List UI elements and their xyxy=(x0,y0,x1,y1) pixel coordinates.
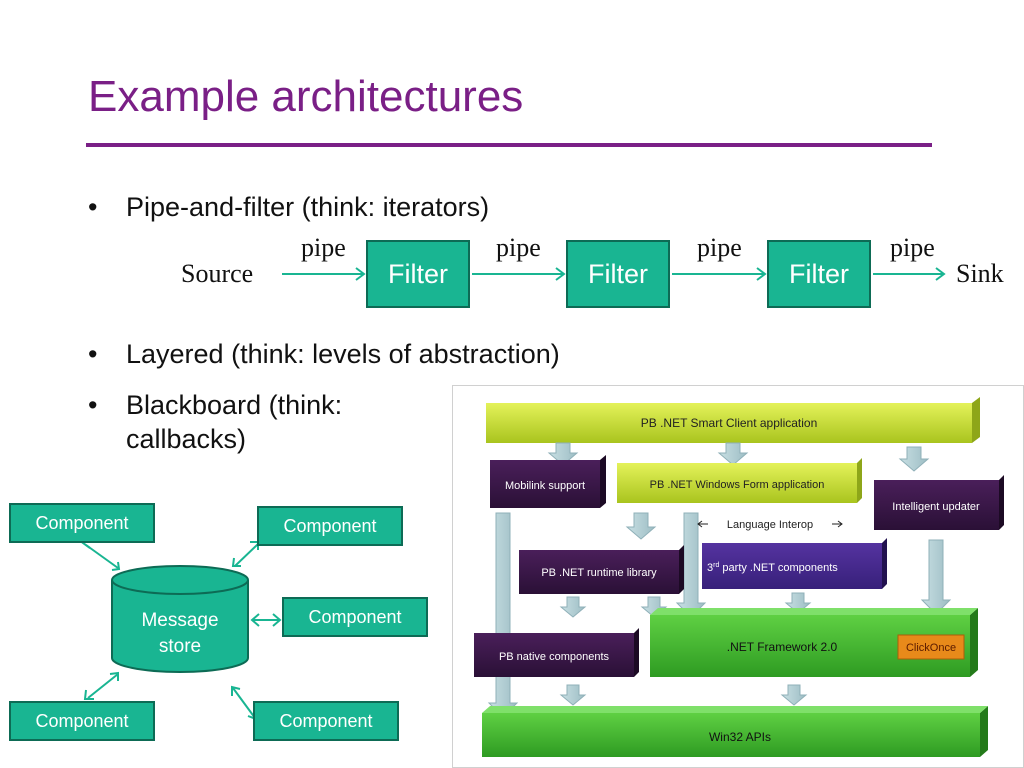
smart-client-layer: PB .NET Smart Client application xyxy=(486,397,980,443)
pipe-label: pipe xyxy=(301,233,346,262)
pipe-label: pipe xyxy=(890,233,935,262)
connector-arrow xyxy=(234,543,259,567)
pipe-label: pipe xyxy=(697,233,742,262)
sink-label: Sink xyxy=(956,259,1004,288)
box-label: .NET Framework 2.0 xyxy=(727,640,838,654)
layer-label: PB .NET Smart Client application xyxy=(641,416,818,430)
box-label: PB native components xyxy=(499,651,610,663)
filter-box: Filter xyxy=(767,240,871,308)
third-party-box: 3rd party .NET components xyxy=(702,538,887,589)
mobilink-box: Mobilink support xyxy=(490,455,606,508)
component-box: Component xyxy=(9,503,155,543)
arrow-head xyxy=(272,613,282,627)
component-box: Component xyxy=(257,506,403,546)
win32-layer: Win32 APIs xyxy=(482,706,988,757)
arrow-head xyxy=(555,267,566,281)
arrow-head xyxy=(231,685,241,696)
source-label: Source xyxy=(181,259,254,288)
bullet-pipe-filter: • Pipe-and-filter (think: iterators) xyxy=(88,190,490,224)
arrow-head xyxy=(83,689,94,700)
language-interop-label: Language Interop xyxy=(697,519,843,531)
arrow-head xyxy=(935,267,946,281)
box-label: 3rd party .NET components xyxy=(707,562,838,574)
connector-arrow xyxy=(87,673,119,699)
bullet-dot: • xyxy=(88,192,98,222)
layered-architecture-diagram: PB .NET Smart Client application Mobilin… xyxy=(452,385,1024,768)
bullet-blackboard: • Blackboard (think: callbacks) xyxy=(88,388,343,456)
arrow-head xyxy=(355,267,366,281)
connector-arrow xyxy=(85,544,119,569)
arrow-head xyxy=(111,561,121,571)
clickonce-label: ClickOnce xyxy=(906,642,956,654)
runtime-library-box: PB .NET runtime library xyxy=(519,545,684,594)
component-box: Component xyxy=(9,701,155,741)
bullet-text: Layered (think: levels of abstraction) xyxy=(126,339,560,369)
native-components-box: PB native components xyxy=(474,628,639,677)
bullet-dot: • xyxy=(88,339,98,369)
bullet-text-cont: callbacks) xyxy=(126,424,247,454)
box-label: PB .NET runtime library xyxy=(541,567,657,579)
layer-label: Win32 APIs xyxy=(709,730,771,744)
slide-title: Example architectures xyxy=(88,72,524,121)
windows-form-box: PB .NET Windows Form application xyxy=(617,458,862,503)
filter-box: Filter xyxy=(566,240,670,308)
message-store-label: Message store xyxy=(112,608,248,660)
box-label: Intelligent updater xyxy=(892,501,980,513)
connector-arrow xyxy=(232,687,256,719)
message-store-line-2: store xyxy=(158,636,202,657)
component-box: Component xyxy=(253,701,399,741)
arrow-head xyxy=(250,613,260,627)
box-label: PB .NET Windows Form application xyxy=(650,479,825,491)
box-label: Mobilink support xyxy=(505,480,585,492)
interop-text: Language Interop xyxy=(727,519,813,531)
message-store-cylinder xyxy=(111,565,249,673)
bullet-layered: • Layered (think: levels of abstraction) xyxy=(88,337,560,371)
pipe-arrows xyxy=(282,267,946,281)
title-underline xyxy=(86,143,932,147)
bullet-text: Pipe-and-filter (think: iterators) xyxy=(126,192,490,222)
filter-box: Filter xyxy=(366,240,470,308)
message-store-line-1: Message xyxy=(141,610,219,631)
arrow-head xyxy=(109,671,119,681)
bullet-text: Blackboard (think: xyxy=(126,390,343,420)
arrow-head xyxy=(231,557,241,567)
intelligent-updater-box: Intelligent updater xyxy=(874,475,1004,530)
blackboard-graphic xyxy=(81,537,282,721)
pipe-label: pipe xyxy=(496,233,541,262)
arrow-head xyxy=(756,267,767,281)
component-box: Component xyxy=(282,597,428,637)
net-framework-box: .NET Framework 2.0 ClickOnce xyxy=(650,608,978,677)
bullet-dot: • xyxy=(88,390,98,420)
